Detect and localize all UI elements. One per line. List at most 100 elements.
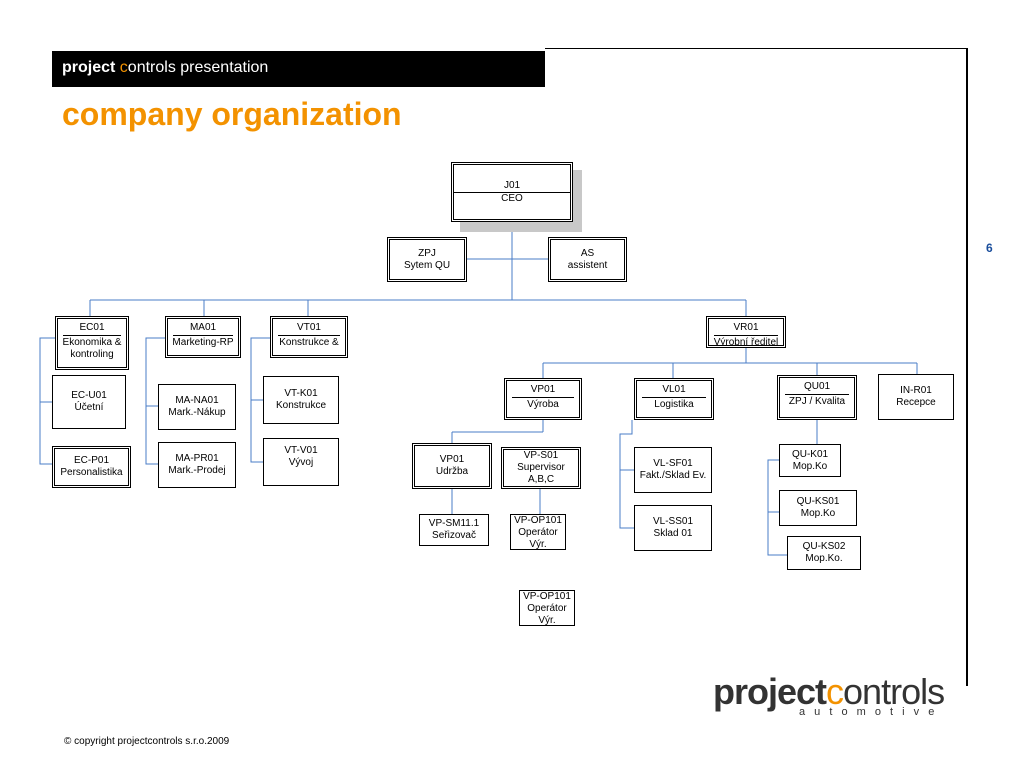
header-title: project controls presentation: [62, 59, 268, 77]
vt-v01-role: Vývoj: [288, 457, 314, 468]
vp-op101-a-role: Operátor: [518, 527, 558, 538]
org-node-vp-sm11: VP-SM11.1 Seřizovač: [419, 514, 489, 546]
vp-op101-b-role2: Výr.: [538, 615, 556, 626]
vp-op101-b-code: VP-OP101: [523, 591, 571, 602]
org-node-vt-k01: VT-K01 Konstrukce: [263, 376, 339, 424]
connector-ec01-children: [39, 337, 55, 465]
org-node-ec01: EC01 Ekonomika & kontroling: [55, 316, 129, 370]
ma01-role: Marketing-RP: [172, 337, 234, 348]
org-node-vl01: VL01 Logistika: [634, 378, 714, 420]
header-title-rest: ontrols presentation: [127, 59, 269, 76]
vp01-role: Výroba: [527, 399, 559, 410]
org-node-vp01: VP01 Výroba: [504, 378, 582, 420]
ec01-role2: kontroling: [70, 349, 114, 360]
header-title-accent: c: [119, 59, 128, 76]
org-node-vr01: VR01 Výrobní ředitel: [706, 316, 786, 348]
ma-pr01-code: MA-PR01: [175, 453, 219, 464]
qu-k01-code: QU-K01: [791, 448, 829, 460]
org-node-ma01: MA01 Marketing-RP: [165, 316, 241, 358]
ma-na01-role: Mark.-Nákup: [168, 407, 226, 418]
vp-sm11-code: VP-SM11.1: [428, 518, 480, 529]
org-node-vp-op101-a: VP-OP101 Operátor Výr.: [510, 514, 566, 550]
vl-ss01-code: VL-SS01: [652, 516, 694, 527]
vt01-code: VT01: [278, 322, 340, 336]
org-node-qu-k01: QU-K01 Mop.Ko: [779, 444, 841, 477]
vl01-role: Logistika: [654, 399, 694, 410]
org-node-qu-ks02: QU-KS02 Mop.Ko.: [787, 536, 861, 570]
org-node-vt-v01: VT-V01 Vývoj: [263, 438, 339, 486]
org-node-ceo: J01 CEO: [451, 162, 573, 222]
frame-top-line: [545, 48, 968, 49]
org-node-vp-op101-b: VP-OP101 Operátor Výr.: [519, 590, 575, 626]
vt-v01-code: VT-V01: [284, 445, 318, 456]
org-node-ma-na01: MA-NA01 Mark.-Nákup: [158, 384, 236, 430]
connector-vl01-children: [619, 420, 634, 529]
logo-accent: c: [826, 671, 844, 712]
org-node-ma-pr01: MA-PR01 Mark.-Prodej: [158, 442, 236, 488]
logo-wordmark: projectcontrols: [713, 671, 945, 712]
vl01-code: VL01: [642, 384, 706, 398]
org-node-vl-sf01: VL-SF01 Fakt./Sklad Ev.: [634, 447, 712, 493]
vp01-code: VP01: [512, 384, 574, 398]
ec01-code: EC01: [62, 322, 122, 336]
ec-u01-role: Účetní: [74, 402, 104, 413]
page-number: 6: [986, 241, 993, 255]
ec01-role: Ekonomika &: [62, 337, 122, 348]
frame-right-line: [966, 48, 968, 686]
vr01-code: VR01: [714, 322, 778, 336]
ma01-code: MA01: [172, 322, 234, 336]
in-r01-role: Recepce: [896, 397, 936, 408]
org-node-vp01-udrzba: VP01 Udržba: [412, 443, 492, 489]
company-logo: projectcontrols a u t o m o t i v e: [713, 674, 953, 720]
vt-k01-code: VT-K01: [284, 388, 318, 399]
org-node-zpj: ZPJ Sytem QU: [387, 237, 467, 282]
org-node-ec-p01: EC-P01 Personalistika: [52, 446, 131, 488]
connector-vt01-children: [250, 337, 270, 463]
ec-u01-code: EC-U01: [71, 390, 107, 401]
vp-sm11-role: Seřizovač: [432, 530, 476, 541]
org-node-vt01: VT01 Konstrukce &: [270, 316, 348, 358]
qu-ks02-code: QU-KS02: [802, 541, 846, 552]
in-r01-code: IN-R01: [900, 385, 932, 396]
vl-ss01-role: Sklad 01: [653, 528, 693, 539]
vp01-udrzba-role: Udržba: [435, 466, 469, 477]
as-code: AS: [580, 247, 595, 259]
vr01-role: Výrobní ředitel: [713, 337, 779, 348]
vt01-role: Konstrukce &: [279, 337, 339, 348]
vt-k01-role: Konstrukce: [275, 400, 327, 411]
qu01-role: ZPJ / Kvalita: [788, 396, 846, 407]
vp-op101-b-role: Operátor: [527, 603, 567, 614]
org-node-ec-u01: EC-U01 Účetní: [52, 375, 126, 429]
as-role: assistent: [567, 259, 608, 271]
zpj-role: Sytem QU: [403, 259, 451, 271]
vl-sf01-code: VL-SF01: [653, 458, 693, 469]
org-node-in-r01: IN-R01 Recepce: [878, 374, 954, 420]
ec-p01-role: Personalistika: [60, 467, 123, 478]
vp-op101-a-role2: Výr.: [529, 539, 547, 550]
qu-ks01-code: QU-KS01: [796, 496, 840, 507]
copyright-text: © copyright projectcontrols s.r.o.2009: [64, 736, 230, 747]
qu-ks01-role: Mop.Ko: [800, 508, 836, 519]
vp01-udrzba-code: VP01: [439, 454, 465, 465]
connector-ma01-children: [145, 337, 165, 465]
logo-tagline: a u t o m o t i v e: [799, 706, 938, 718]
qu01-code: QU01: [785, 381, 849, 395]
vp-s01-code: VP-S01: [523, 450, 559, 461]
org-node-vp-s01: VP-S01 Supervisor A,B,C: [501, 447, 581, 489]
ec-p01-code: EC-P01: [73, 455, 109, 466]
qu-ks02-role: Mop.Ko.: [805, 553, 843, 564]
zpj-code: ZPJ: [418, 247, 436, 259]
header-title-bold: project: [62, 59, 116, 76]
logo-rest: ontrols: [843, 671, 945, 712]
vp-s01-role: Supervisor: [517, 462, 565, 473]
ma-na01-code: MA-NA01: [175, 395, 219, 406]
slide-title: company organization: [62, 96, 402, 132]
org-node-qu01: QU01 ZPJ / Kvalita: [777, 375, 857, 420]
vp-op101-a-code: VP-OP101: [514, 515, 562, 526]
logo-bold: project: [713, 671, 827, 712]
org-node-vl-ss01: VL-SS01 Sklad 01: [634, 505, 712, 551]
ceo-role: CEO: [501, 192, 523, 204]
ceo-code: J01: [454, 180, 570, 193]
